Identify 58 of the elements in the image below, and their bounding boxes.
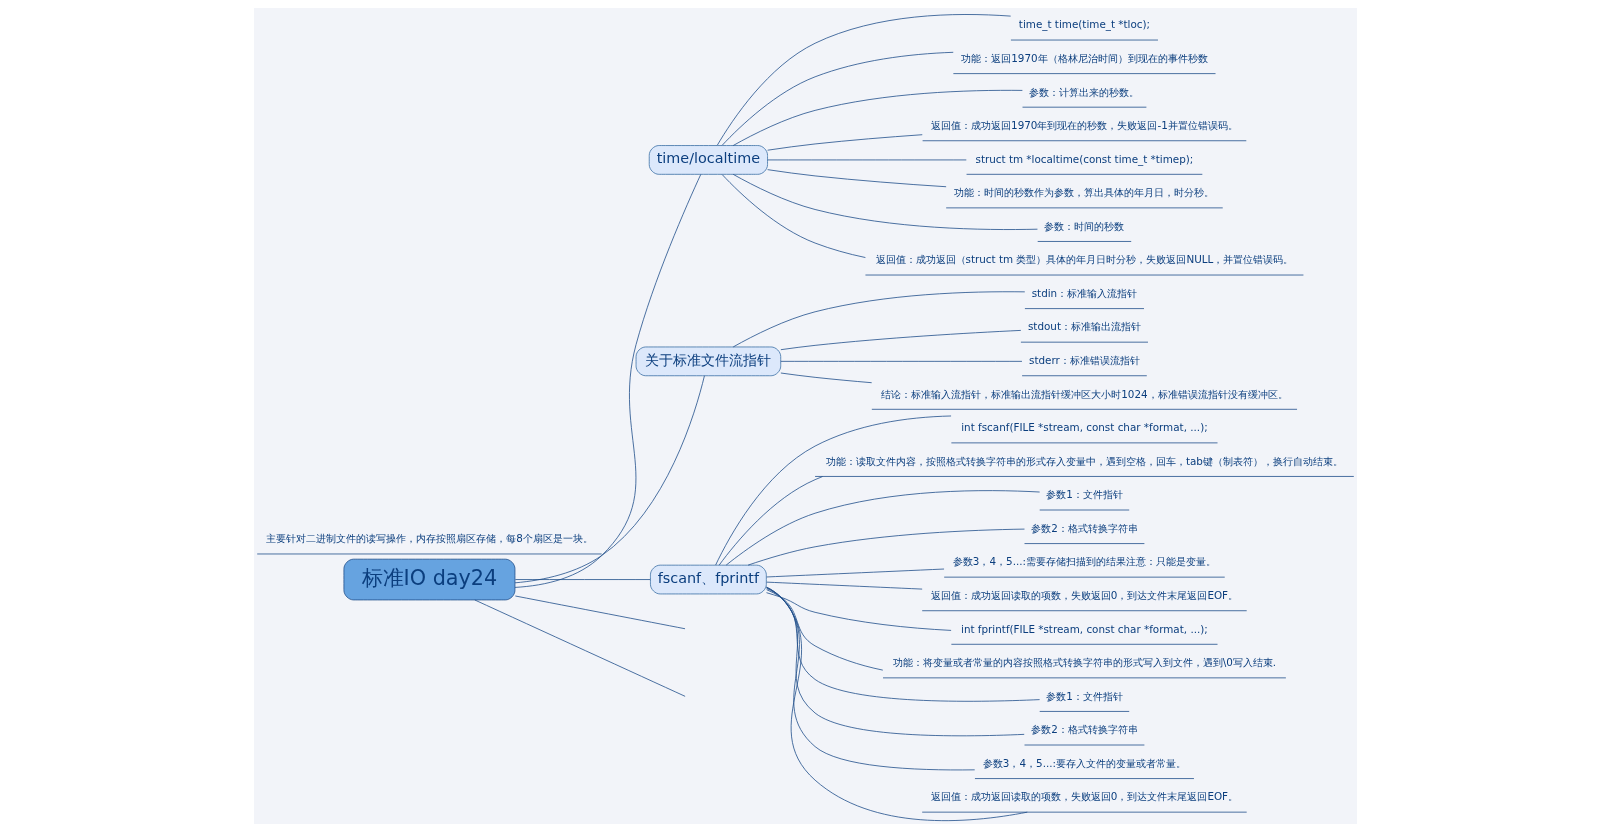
connector xyxy=(767,134,923,151)
connector xyxy=(766,586,976,771)
node-text: time_t time(time_t *tloc); xyxy=(1018,18,1151,31)
node-text: 返回值：成功返回读取的项数，失败返回0，到达文件末尾返回EOF。 xyxy=(930,589,1239,602)
node-text: 功能：将变量或者常量的内容按照格式转换字符串的形式写入到文件，遇到\0写入结束. xyxy=(892,656,1277,669)
node-text: 参数：时间的秒数 xyxy=(1044,219,1125,232)
connector xyxy=(766,568,945,578)
connector xyxy=(732,291,1026,348)
connector xyxy=(732,89,1023,146)
node-text: 参数3，4，5...:需要存储扫描到的结果注意：只能是变量。 xyxy=(952,555,1217,568)
connector xyxy=(725,490,1041,566)
node-text: 参数：计算出来的秒数。 xyxy=(1029,85,1140,98)
connector xyxy=(732,173,1038,230)
node-box: fscanf、fprintf xyxy=(650,564,767,595)
connector xyxy=(747,528,1025,566)
connector xyxy=(766,588,1040,702)
connector xyxy=(767,159,967,161)
connector xyxy=(514,375,705,584)
node-text: 返回值：成功返回读取的项数，失败返回0，到达文件末尾返回EOF。 xyxy=(930,790,1239,803)
connector xyxy=(514,174,702,588)
node-text: 参数1：文件指针 xyxy=(1046,488,1123,501)
connector xyxy=(721,174,866,258)
connector xyxy=(780,330,1022,351)
connector xyxy=(780,360,1023,362)
node-box: 关于标准文件流指针 xyxy=(635,346,782,377)
node-text: stderr：标准错误流指针 xyxy=(1029,354,1140,367)
node-text: stdout：标准输出流指针 xyxy=(1027,320,1141,333)
connector xyxy=(766,586,1028,821)
connector xyxy=(716,14,1012,146)
connector xyxy=(715,415,952,566)
connector xyxy=(718,476,823,566)
connector xyxy=(766,589,884,671)
node-text: int fprintf(FILE *stream, const char *format, ...); xyxy=(961,622,1208,635)
connector xyxy=(766,581,923,590)
node-text: 功能：返回1970年（格林尼治时间）到现在的事件秒数 xyxy=(961,51,1208,64)
node-text: int fscanf(FILE *stream, const char *format, ...); xyxy=(961,421,1208,434)
connector xyxy=(767,169,947,188)
node-text: stdin：标准输入流指针 xyxy=(1031,286,1138,299)
node-text: 参数3，4，5...:要存入文件的变量或者常量。 xyxy=(982,756,1187,769)
node-text: 功能：读取文件内容，按照格式转换字符串的形式存入变量中，遇到空格，回车，tab键（制表符），换行自动结束。 xyxy=(825,454,1343,467)
connector xyxy=(780,372,873,384)
node-box: time/localtime xyxy=(648,145,768,175)
node-text: 参数2：格式转换字符串 xyxy=(1031,723,1138,736)
node-text: 功能：时间的秒数作为参数，算出具体的年月日，时分秒。 xyxy=(954,186,1215,199)
connector xyxy=(766,587,1025,737)
node-text: 主要针对二进制文件的读写操作，内存按照扇区存储，每8个扇区是一块。 xyxy=(266,532,593,545)
node-text: 返回值：成功返回1970年到现在的秒数，失败返回-1并置位错误码。 xyxy=(931,119,1238,132)
node-text: 返回值：成功返回（struct tm 类型）具体的年月日时分秒，失败返回NULL，并置位错误码。 xyxy=(875,253,1294,266)
node-box: 标准IO day24 xyxy=(343,558,516,601)
connector xyxy=(514,579,651,580)
connector xyxy=(766,592,952,631)
connector xyxy=(474,599,686,697)
connector xyxy=(721,51,954,146)
node-text: 参数2：格式转换字符串 xyxy=(1031,521,1138,534)
node-text: 结论：标准输入流指针，标准输出流指针缓冲区大小时1024，标准错误流指针没有缓冲区。 xyxy=(881,387,1288,400)
node-text: 参数1：文件指针 xyxy=(1046,689,1123,702)
connector xyxy=(514,595,686,630)
node-text: struct tm *localtime(const time_t *timep); xyxy=(975,152,1194,165)
